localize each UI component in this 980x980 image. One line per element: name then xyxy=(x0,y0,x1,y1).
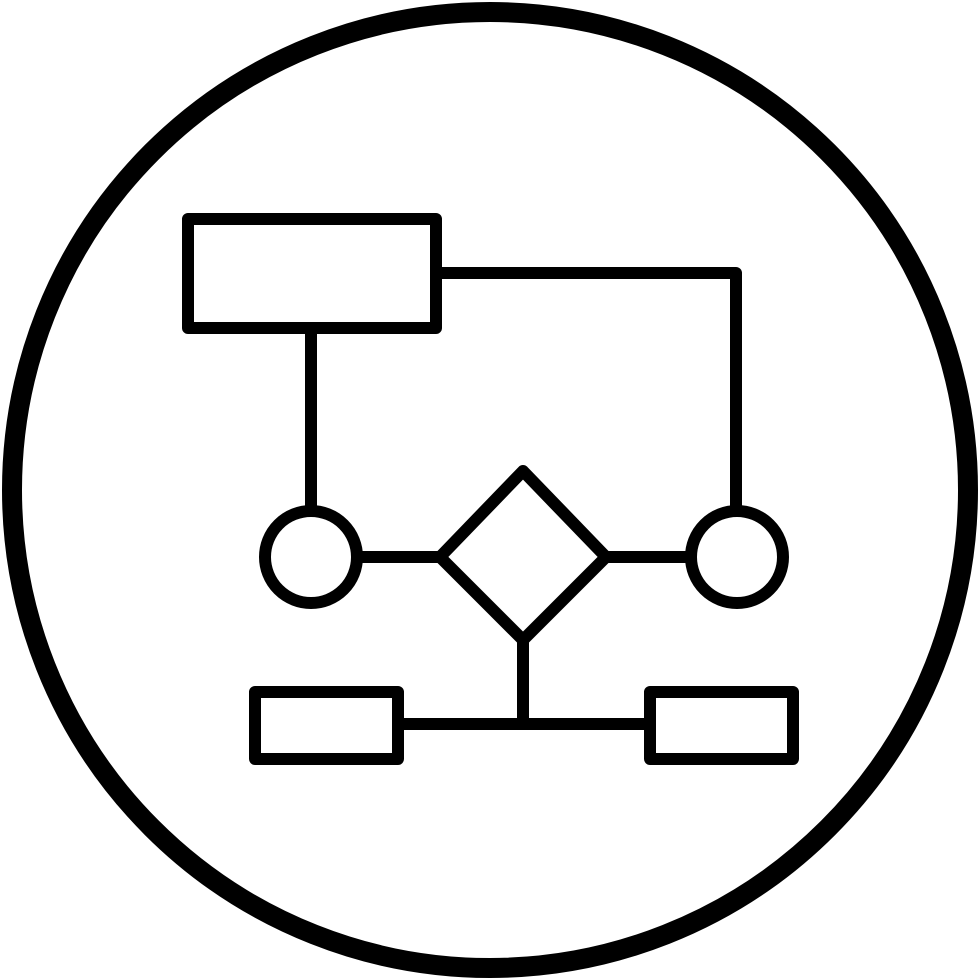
connector-top-right xyxy=(430,267,742,514)
connector-node-left xyxy=(259,505,363,609)
decision-diamond xyxy=(434,465,612,646)
process-box-bottom-left xyxy=(249,686,404,765)
process-box-bottom-right xyxy=(644,686,799,765)
connector-node-right xyxy=(685,505,789,609)
process-box-top xyxy=(182,213,442,334)
